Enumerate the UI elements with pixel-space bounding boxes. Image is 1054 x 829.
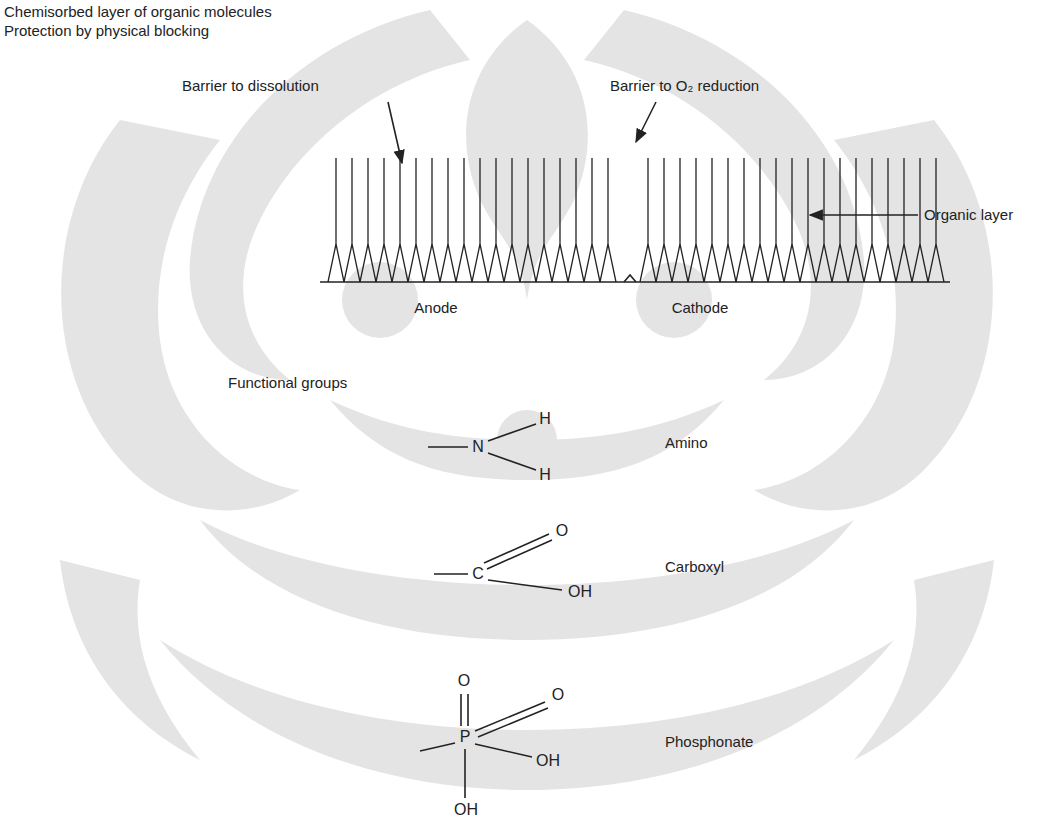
adsorbed-molecules <box>328 158 944 282</box>
molecule <box>752 158 768 282</box>
atom-symbol: N <box>472 438 484 456</box>
atom-symbol: OH <box>536 752 560 770</box>
callout-label: Barrier to O₂ reduction <box>610 77 759 94</box>
molecule <box>880 158 896 282</box>
molecule <box>656 158 672 282</box>
atom-symbol: O <box>556 522 568 540</box>
leader-arrow <box>388 102 402 163</box>
molecule <box>504 158 520 282</box>
molecule <box>424 158 440 282</box>
leader-arrow <box>636 102 656 142</box>
molecule <box>328 158 344 282</box>
molecule <box>736 158 752 282</box>
callout-label: Barrier to dissolution <box>182 77 319 94</box>
molecule <box>816 158 832 282</box>
molecule <box>568 158 584 282</box>
carboxyl-bonds <box>434 534 562 590</box>
region-label: Anode <box>414 299 457 316</box>
layer-gap <box>624 275 636 282</box>
amino-bonds <box>428 424 536 470</box>
molecule <box>440 158 456 282</box>
molecule <box>376 158 392 282</box>
molecule <box>344 158 360 282</box>
molecule <box>600 158 616 282</box>
molecule <box>392 158 408 282</box>
molecule <box>472 158 488 282</box>
atom-symbol: OH <box>454 801 478 819</box>
molecule <box>720 158 736 282</box>
callout-label: Organic layer <box>924 206 1013 223</box>
molecule <box>848 158 864 282</box>
atom-symbol: O <box>458 672 470 690</box>
molecule <box>672 158 688 282</box>
molecule <box>536 158 552 282</box>
molecule <box>520 158 536 282</box>
group-name: Carboxyl <box>665 558 724 575</box>
leader-arrow <box>810 214 918 216</box>
molecule <box>408 158 424 282</box>
heading-text: Chemisorbed layer of organic molecules <box>4 3 272 20</box>
molecule <box>584 158 600 282</box>
region-label: Cathode <box>672 299 729 316</box>
group-name: Amino <box>665 434 708 451</box>
atom-symbol: OH <box>568 583 592 601</box>
atom-symbol: H <box>539 466 551 484</box>
section-label: Functional groups <box>228 374 347 391</box>
molecule <box>864 158 880 282</box>
atom-symbol: C <box>472 565 484 583</box>
atom-symbol: H <box>539 410 551 428</box>
phosphonate-bonds <box>420 694 548 798</box>
watermark-ornament <box>60 10 994 790</box>
group-name: Phosphonate <box>665 733 753 750</box>
molecule <box>896 158 912 282</box>
molecule <box>488 158 504 282</box>
molecule <box>640 158 656 282</box>
molecule <box>800 158 816 282</box>
atom-symbol: O <box>552 686 564 704</box>
molecule <box>456 158 472 282</box>
molecule <box>688 158 704 282</box>
atom-symbol: P <box>460 728 471 746</box>
molecule <box>552 158 568 282</box>
molecule <box>784 158 800 282</box>
molecule <box>832 158 848 282</box>
heading-text: Protection by physical blocking <box>4 22 209 39</box>
molecule <box>704 158 720 282</box>
molecule <box>768 158 784 282</box>
molecule <box>360 158 376 282</box>
